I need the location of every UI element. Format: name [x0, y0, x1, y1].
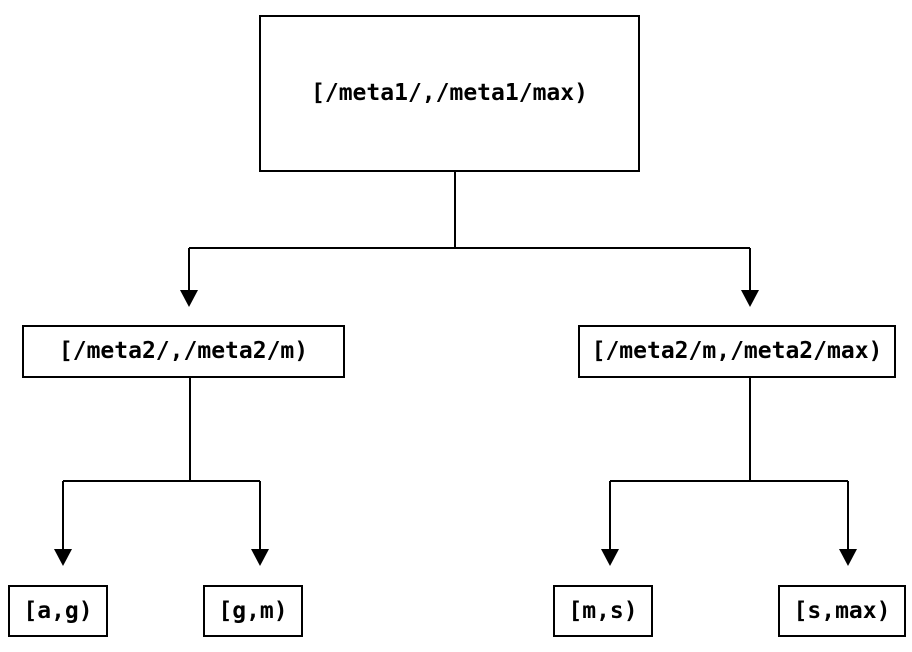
arrowhead-down-icon: [54, 549, 72, 566]
tree-leaf-s-max: [s,max): [778, 585, 906, 637]
tree-node-root: [/meta1/,/meta1/max): [259, 15, 640, 172]
tree-node-meta2-right: [/meta2/m,/meta2/max): [578, 325, 896, 378]
arrowhead-down-icon: [251, 549, 269, 566]
tree-leaf-a-g: [a,g): [8, 585, 108, 637]
arrowhead-down-icon: [180, 290, 198, 307]
tree-node-meta2-left: [/meta2/,/meta2/m): [22, 325, 345, 378]
tree-leaf-g-m: [g,m): [203, 585, 303, 637]
arrowhead-down-icon: [839, 549, 857, 566]
tree-leaf-m-s: [m,s): [553, 585, 653, 637]
arrowhead-down-icon: [741, 290, 759, 307]
arrowhead-down-icon: [601, 549, 619, 566]
